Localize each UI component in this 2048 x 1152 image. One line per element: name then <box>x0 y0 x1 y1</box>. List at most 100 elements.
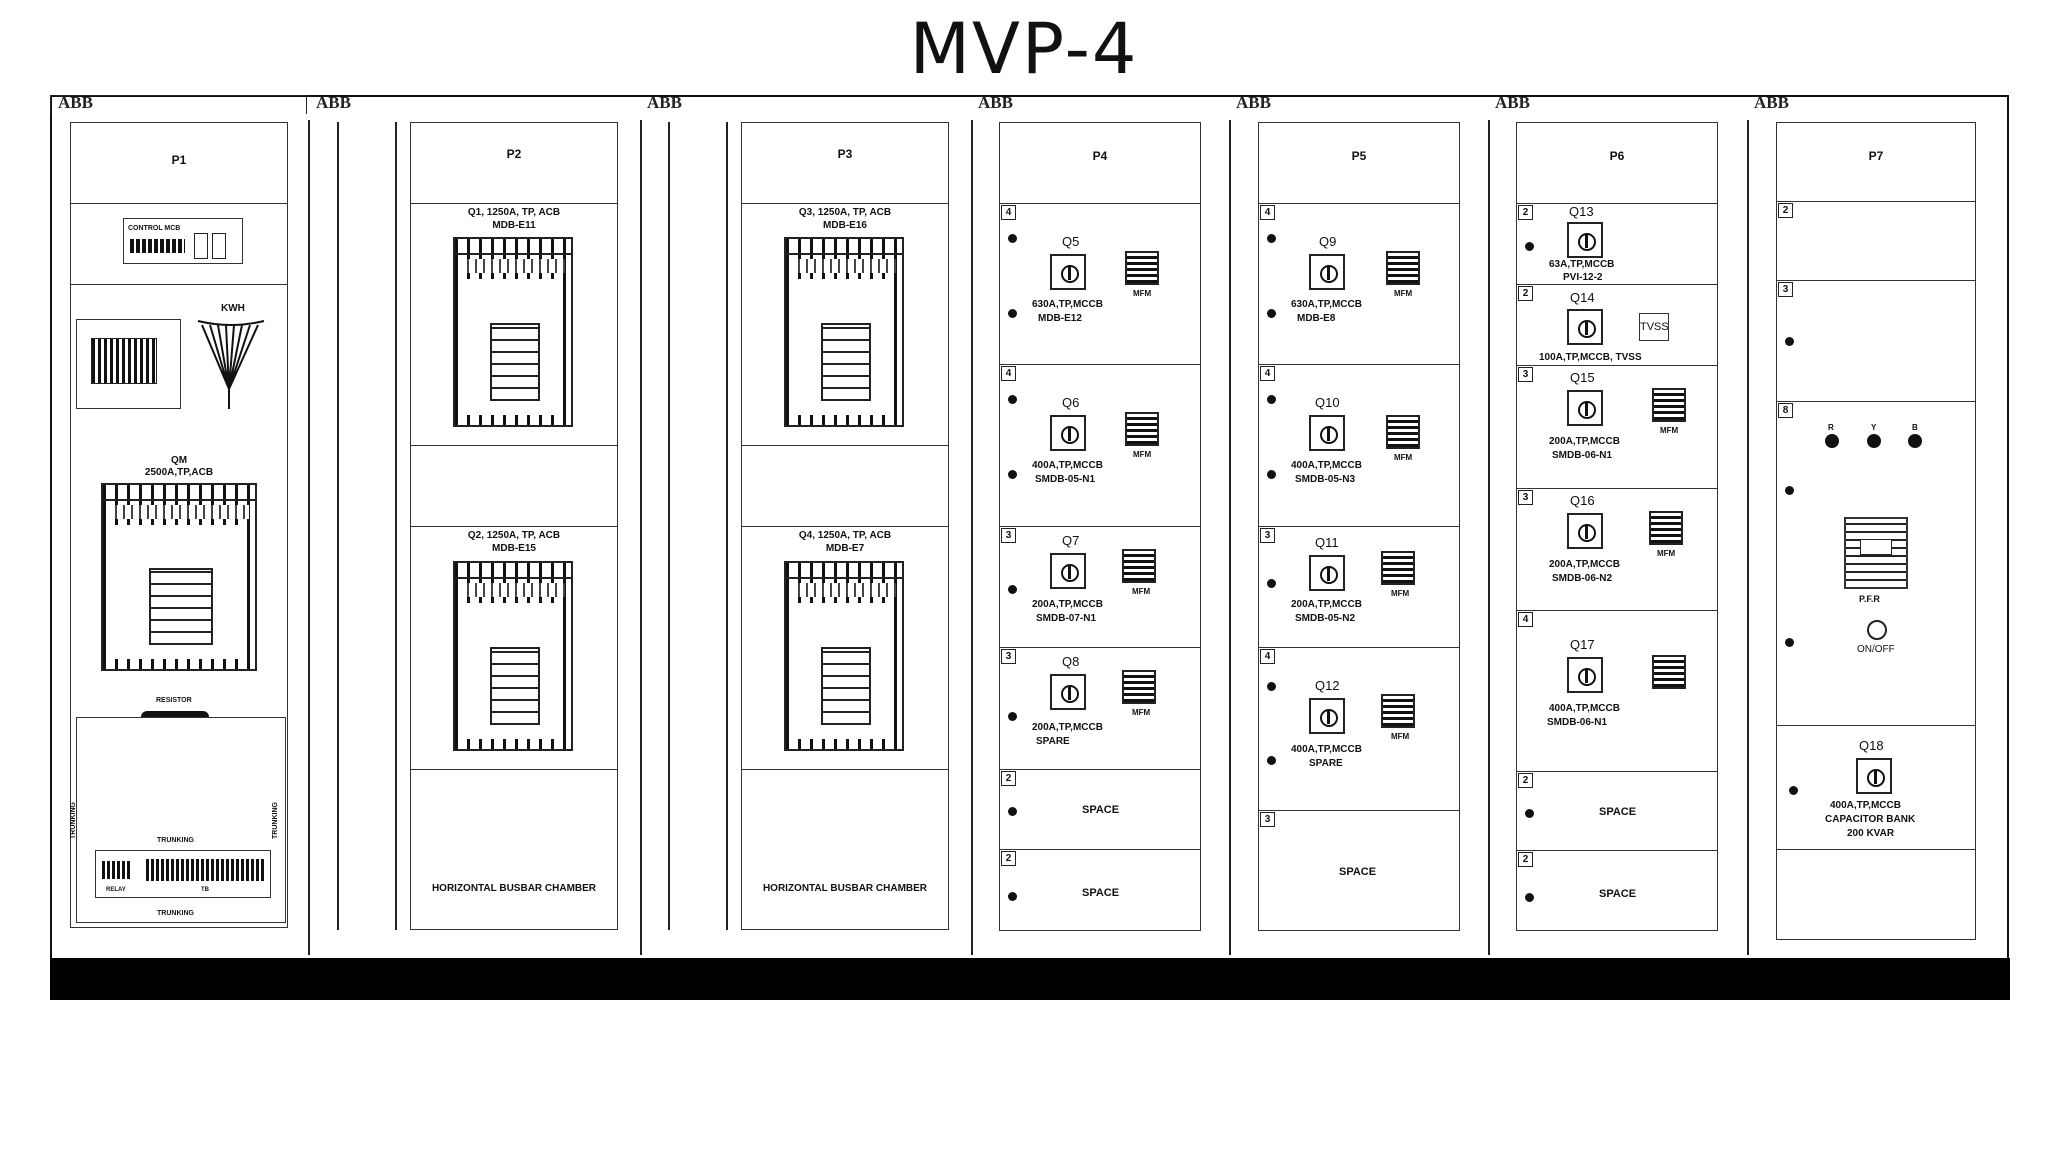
cell-number: 3 <box>1778 282 1793 297</box>
mfm-label: MFM <box>1133 289 1152 298</box>
space-label: SPACE <box>1339 866 1377 878</box>
indicator-dot <box>1267 682 1276 691</box>
space-cell: 2 SPACE <box>999 769 1201 850</box>
tvss-box: TVSS <box>1639 313 1669 341</box>
indicator-dot <box>1525 809 1534 818</box>
breaker-feeder: PVI-12-2 <box>1563 272 1603 283</box>
section-divider <box>308 120 310 955</box>
breaker-rating: 63A,TP,MCCB <box>1549 259 1615 270</box>
breaker-rating: 100A,TP,MCCB, TVSS <box>1539 352 1642 363</box>
panel-label: P7 <box>1868 149 1884 163</box>
cell-number: 3 <box>1518 367 1533 382</box>
space-cell: 2 SPACE <box>1516 850 1718 931</box>
feeder-cell-q12: 4 Q12 MFM 400A,TP,MCCB SPARE <box>1258 647 1460 811</box>
breaker-rating: 200A,TP,MCCB <box>1291 599 1362 610</box>
phase-y-lamp-icon <box>1867 434 1881 448</box>
mccb-switch-icon <box>1567 390 1603 426</box>
brand-label: ABB <box>316 93 351 112</box>
panel-p5: P5 4 Q9 MFM 630A,TP,MCCB MDB-E8 4 Q10 MF… <box>1258 122 1460 931</box>
breaker-rating: 200A,TP,MCCB <box>1032 599 1103 610</box>
feeder-cell-q6: 4 Q6 MFM 400A,TP,MCCB SMDB-05-N1 <box>999 364 1201 527</box>
breaker-rating: 200A,TP,MCCB <box>1549 436 1620 447</box>
brand-label: ABB <box>1495 93 1530 112</box>
onoff-switch-icon <box>1867 620 1887 640</box>
q2-label: Q2, 1250A, TP, ACB <box>467 530 561 541</box>
side-channel-line <box>337 122 339 930</box>
meter-box <box>76 319 181 409</box>
breaker-id: Q15 <box>1570 370 1595 385</box>
phase-b-lamp-icon <box>1908 434 1922 448</box>
breaker-id: Q10 <box>1315 395 1340 410</box>
feeder-cell-q11: 3 Q11 MFM 200A,TP,MCCB SMDB-05-N2 <box>1258 526 1460 648</box>
mccb-switch-icon <box>1309 415 1345 451</box>
cell-2: 2 <box>1776 201 1976 281</box>
panel-label: P1 <box>171 153 187 167</box>
pfr-relay-icon <box>1844 517 1908 589</box>
mfm-label: MFM <box>1394 453 1413 462</box>
cell-number: 3 <box>1260 528 1275 543</box>
indicator-dot <box>1525 242 1534 251</box>
indicator-dot <box>1785 486 1794 495</box>
feeder-cell-q7: 3 Q7 MFM 200A,TP,MCCB SMDB-07-N1 <box>999 526 1201 648</box>
cell-number: 4 <box>1260 649 1275 664</box>
fuse-holder <box>194 233 208 259</box>
panel-p7: P7 2 3 8 R Y B P.F.R ON/OFF Q18 400A,TP,… <box>1776 122 1976 940</box>
feeder-cell-q14: 2 Q14 TVSS 100A,TP,MCCB, TVSS <box>1516 284 1718 366</box>
indicator-dot <box>1008 470 1017 479</box>
tb-label: TB <box>201 887 209 893</box>
panel-p1: P1 CONTROL MCB KWH QM 2500A,TP,ACB RESIS… <box>70 122 288 928</box>
brand-label: ABB <box>647 93 682 112</box>
cell-number: 3 <box>1260 812 1275 827</box>
breaker-rating: 400A,TP,MCCB <box>1291 460 1362 471</box>
mfm-label: MFM <box>1657 549 1676 558</box>
mccb-switch-icon <box>1856 758 1892 794</box>
busbar-label: HORIZONTAL BUSBAR CHAMBER <box>762 883 928 894</box>
tvss-label: TVSS <box>1640 321 1669 333</box>
trunking-section: TRUNKING TRUNKING TRUNKING RELAY TB TRUN… <box>70 717 286 923</box>
cell-number: 8 <box>1778 403 1793 418</box>
section-line <box>411 203 617 204</box>
cell-number: 3 <box>1001 528 1016 543</box>
fuse-holder <box>212 233 226 259</box>
mccb-switch-icon <box>1567 222 1603 258</box>
panel-p4: P4 4 Q5 MFM 630A,TP,MCCB MDB-E12 4 Q6 MF… <box>999 122 1201 931</box>
section-divider <box>640 120 642 955</box>
panel-label: P2 <box>506 147 522 161</box>
acb-breaker-qm <box>101 483 257 671</box>
breaker-feeder: SPARE <box>1309 758 1343 769</box>
indicator-dot <box>1008 892 1017 901</box>
qm-desc: 2500A,TP,ACB <box>144 467 214 478</box>
breaker-id: Q17 <box>1570 637 1595 652</box>
cell-number: 2 <box>1778 203 1793 218</box>
breaker-capacity: 200 KVAR <box>1847 828 1895 839</box>
indicator-dot <box>1525 893 1534 902</box>
breaker-feeder: SMDB-06-N1 <box>1547 717 1608 728</box>
q3-sub: MDB-E16 <box>823 220 867 231</box>
indicator-dot <box>1789 786 1798 795</box>
breaker-feeder: SMDB-06-N2 <box>1552 573 1613 584</box>
mfm-meter-icon <box>1125 412 1159 446</box>
breaker-rating: 400A,TP,MCCB <box>1291 744 1362 755</box>
phase-r-label: R <box>1828 423 1834 432</box>
terminal-block <box>146 859 264 881</box>
feeder-cell-q8: 3 Q8 MFM 200A,TP,MCCB SPARE <box>999 647 1201 770</box>
breaker-feeder: CAPACITOR BANK <box>1825 814 1916 825</box>
indicator-dot <box>1008 234 1017 243</box>
feeder-cell-q13: 2 Q13 63A,TP,MCCB PVI-12-2 <box>1516 203 1718 285</box>
mfm-meter-icon <box>1125 251 1159 285</box>
mccb-switch-icon <box>1567 309 1603 345</box>
mccb-switch-icon <box>1050 674 1086 710</box>
cell-number: 2 <box>1001 851 1016 866</box>
trunking-mid-label: TRUNKING <box>157 837 194 844</box>
breaker-id: Q16 <box>1570 493 1595 508</box>
section-line <box>411 526 617 527</box>
section-line <box>411 445 617 446</box>
section-divider <box>971 120 973 955</box>
acb-breaker-q2 <box>453 561 573 751</box>
cell-number: 4 <box>1260 205 1275 220</box>
mfm-label: MFM <box>1133 450 1152 459</box>
mfm-label: MFM <box>1132 587 1151 596</box>
section-line <box>742 445 948 446</box>
mfm-meter-icon <box>1386 251 1420 285</box>
space-cell: 2 SPACE <box>1516 771 1718 851</box>
